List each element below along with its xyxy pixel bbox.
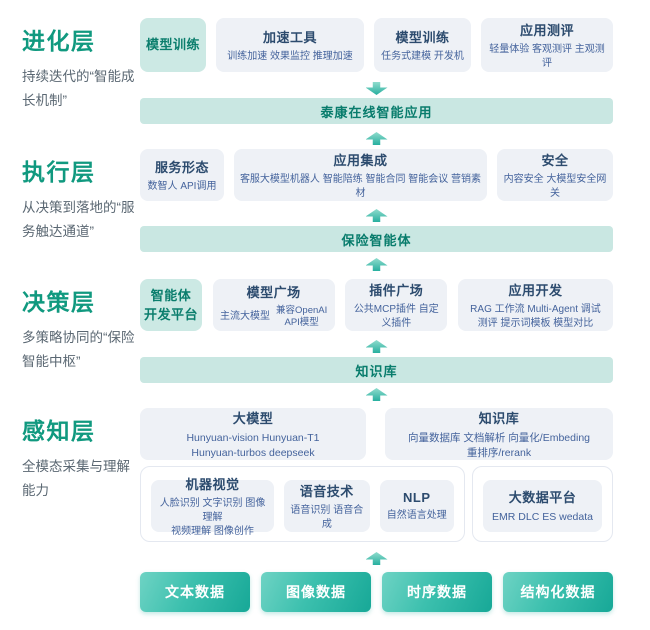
box-title: 模型广场 xyxy=(246,284,301,300)
box-title-line: 智能体 xyxy=(150,287,192,303)
timeseries-data-button: 时序数据 xyxy=(382,572,492,612)
box-subtext: RAG 工作流 Multi-Agent 调试 xyxy=(470,303,601,315)
box-subtext: 内容安全 大模型安全网关 xyxy=(503,173,607,199)
box-subtext: EMR DLC ES wedata xyxy=(492,511,593,524)
box-acceleration-tools: 加速工具 训练加速 效果监控 推理加速 xyxy=(216,18,364,72)
banner-label: 知识库 xyxy=(355,363,398,379)
layer-label-evolution: 进化层 持续迭代的“智能成长机制” xyxy=(22,22,138,114)
box-subtext: Hunyuan-vision Hunyuan-T1 xyxy=(186,431,320,444)
box-title: 应用集成 xyxy=(333,152,388,168)
box-app-development: 应用开发 RAG 工作流 Multi-Agent 调试 测评 提示词模板 模型对… xyxy=(457,279,613,331)
box-subtext: Hunyuan-turbos deepseek xyxy=(191,446,315,459)
banner-knowledge-base: 知识库 xyxy=(140,357,613,383)
box-subtext: 客服大模型机器人 智能陪练 智能合同 智能会议 营销素材 xyxy=(239,173,482,199)
box-model-square: 模型广场 主流大模型 兼容OpenAI API模型 xyxy=(212,279,335,331)
layer-title-execution: 执行层 xyxy=(22,159,96,185)
box-agent-dev-platform: 智能体 开发平台 xyxy=(140,279,202,331)
flow-arrow-up-icon xyxy=(365,209,388,222)
flow-arrow-up-icon xyxy=(365,552,388,565)
box-title: 安全 xyxy=(541,152,569,168)
flow-arrow-up-icon xyxy=(365,388,388,401)
group-big-data: 大数据平台 EMR DLC ES wedata xyxy=(472,466,613,542)
box-title: 大模型 xyxy=(232,410,274,426)
box-title: 机器视觉 xyxy=(185,476,240,492)
section-evolution: 进化层 持续迭代的“智能成长机制” 模型训练 加速工具 训练加速 效果监控 推理… xyxy=(22,18,635,108)
layer-label-perception: 感知层 全模态采集与理解能力 xyxy=(22,412,138,504)
section-decision: 决策层 多策略协同的“保险智能中枢” 智能体 开发平台 模型广场 主流大模型 兼… xyxy=(22,279,635,369)
box-subtext: 兼容OpenAI xyxy=(276,304,328,316)
flow-arrow-up-icon xyxy=(365,340,388,353)
box-title: 大数据平台 xyxy=(508,490,577,506)
box-plugin-square: 插件广场 公共MCP插件 自定义插件 xyxy=(345,279,448,331)
box-subtext: 公共MCP插件 自定义插件 xyxy=(353,303,439,329)
box-subtext: 语音识别 语音合成 xyxy=(290,504,364,530)
box-subtext: 自然语言处理 xyxy=(386,509,447,521)
box-title: 语音技术 xyxy=(299,483,354,499)
box-machine-vision: 机器视觉 人脸识别 文字识别 图像理解 视频理解 图像创作 xyxy=(151,477,275,537)
box-title: 插件广场 xyxy=(369,282,424,298)
flow-arrow-up-icon xyxy=(365,258,388,271)
box-title: 模型训练 xyxy=(395,29,450,45)
box-subtext: 训练加速 效果监控 推理加速 xyxy=(227,50,353,62)
box-app-integration: 应用集成 客服大模型机器人 智能陪练 智能合同 智能会议 营销素材 xyxy=(234,149,487,201)
box-security: 安全 内容安全 大模型安全网关 xyxy=(497,149,613,201)
box-service-forms: 服务形态 数智人 API调用 xyxy=(140,149,224,201)
layer-title-evolution: 进化层 xyxy=(22,28,96,54)
layer-title-perception: 感知层 xyxy=(22,418,96,444)
box-title: 知识库 xyxy=(478,410,520,426)
layer-desc-perception: 全模态采集与理解能力 xyxy=(22,459,130,499)
banner-taikang-online-apps: 泰康在线智能应用 xyxy=(140,98,613,124)
layer-desc-decision: 多策略协同的“保险智能中枢” xyxy=(22,330,135,370)
box-subtext: 人脸识别 文字识别 图像理解 xyxy=(159,497,266,523)
box-nlp: NLP 自然语言处理 xyxy=(379,480,454,532)
box-subtext: 轻量体验 客观测评 主观测评 xyxy=(489,43,605,69)
image-data-button: 图像数据 xyxy=(261,572,371,612)
box-app-evaluation: 应用测评 轻量体验 客观测评 主观测评 xyxy=(481,18,613,72)
flow-arrow-down-icon xyxy=(365,82,388,95)
box-model-training-feature: 模型训练 xyxy=(140,18,206,72)
box-subtext: 向量数据库 文档解析 向量化/Embeding xyxy=(407,431,591,444)
box-large-models: 大模型 Hunyuan-vision Hunyuan-T1 Hunyuan-tu… xyxy=(140,408,366,460)
box-title: 服务形态 xyxy=(154,159,209,175)
box-title: 应用测评 xyxy=(519,22,574,38)
box-subtext: 重排序/rerank xyxy=(466,446,532,459)
box-title: 模型训练 xyxy=(145,37,200,53)
box-speech-tech: 语音技术 语音识别 语音合成 xyxy=(284,480,370,532)
layer-desc-evolution: 持续迭代的“智能成长机制” xyxy=(22,69,135,109)
section-execution: 执行层 从决策到落地的“服务触达通道” 服务形态 数智人 API调用 应用集成 … xyxy=(22,149,635,239)
layer-label-execution: 执行层 从决策到落地的“服务触达通道” xyxy=(22,153,138,245)
box-subtext: API模型 xyxy=(284,316,319,328)
flow-arrow-up-icon xyxy=(365,132,388,145)
box-subtext: 主流大模型 xyxy=(220,310,271,322)
box-subtext: 测评 提示词模板 模型对比 xyxy=(477,317,594,329)
banner-insurance-agent: 保险智能体 xyxy=(140,226,613,252)
box-subtext: 数智人 API调用 xyxy=(147,180,217,192)
box-title: 加速工具 xyxy=(262,29,317,45)
box-subtext: 视频理解 图像创作 xyxy=(171,525,254,537)
box-title: 应用开发 xyxy=(508,282,563,298)
box-model-training: 模型训练 任务式建模 开发机 xyxy=(374,18,471,72)
box-big-data-platform: 大数据平台 EMR DLC ES wedata xyxy=(483,480,602,532)
box-subtext: 任务式建模 开发机 xyxy=(381,50,464,62)
layer-title-decision: 决策层 xyxy=(22,289,96,315)
layer-label-decision: 决策层 多策略协同的“保险智能中枢” xyxy=(22,283,138,375)
data-sources-row: 文本数据 图像数据 时序数据 结构化数据 xyxy=(140,572,613,612)
banner-label: 泰康在线智能应用 xyxy=(320,104,433,120)
layer-desc-execution: 从决策到落地的“服务触达通道” xyxy=(22,200,135,240)
section-perception: 感知层 全模态采集与理解能力 大模型 Hunyuan-vision Hunyua… xyxy=(22,408,635,542)
box-title-line: 开发平台 xyxy=(143,307,198,322)
box-knowledge-base: 知识库 向量数据库 文档解析 向量化/Embeding 重排序/rerank xyxy=(385,408,613,460)
box-title: NLP xyxy=(403,489,431,505)
structured-data-button: 结构化数据 xyxy=(503,572,613,612)
text-data-button: 文本数据 xyxy=(140,572,250,612)
group-ai-capabilities: 机器视觉 人脸识别 文字识别 图像理解 视频理解 图像创作 语音技术 语音识别 … xyxy=(140,466,465,542)
banner-label: 保险智能体 xyxy=(341,232,412,248)
